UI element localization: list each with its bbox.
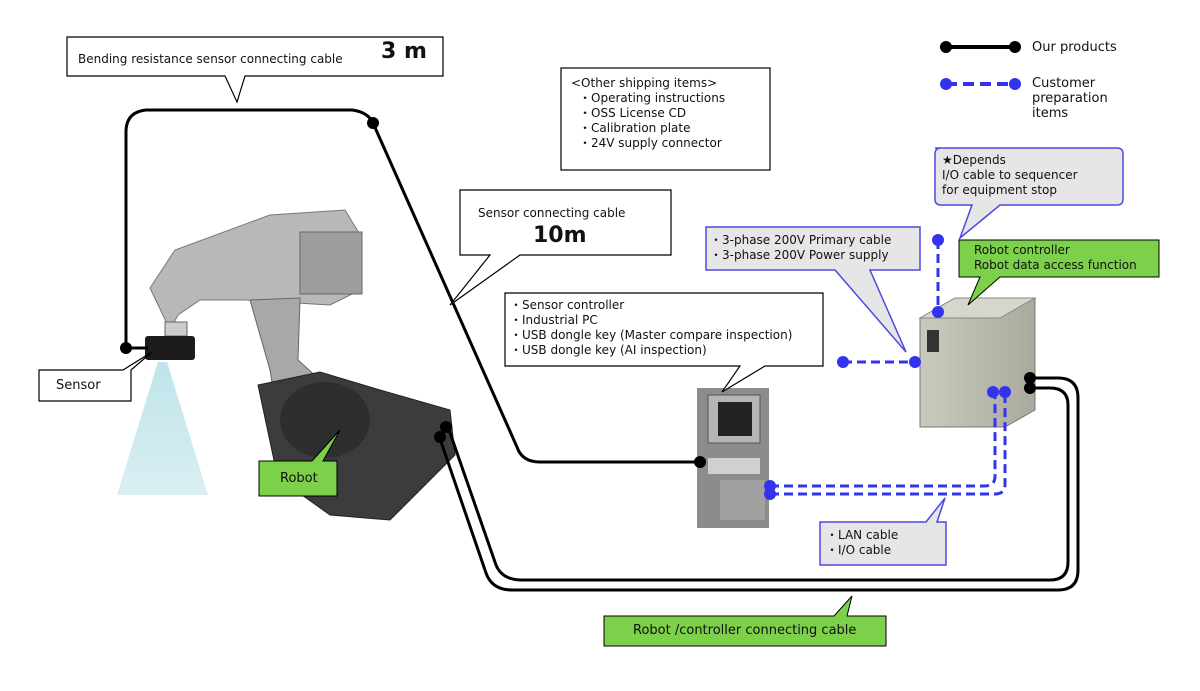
customer-cables: [770, 240, 1007, 496]
robot-cable-text: Robot /controller connecting cable: [633, 623, 857, 638]
lan-text: ・LAN cable ・I/O cable: [826, 528, 898, 558]
sensor-controller-line: ・Sensor controller: [510, 298, 625, 312]
other-items-list: <Other shipping items> ・Operating instru…: [571, 76, 725, 151]
robot-cable-a: [436, 376, 1080, 592]
sensor-label: Sensor: [56, 378, 101, 393]
our-products-cable-ends: [120, 117, 1036, 468]
power-line-1: ・3-phase 200V Primary cable: [710, 233, 892, 247]
sensor-light-cone: [117, 362, 208, 495]
other-item: ・OSS License CD: [579, 106, 687, 120]
legend-customer-line-3: items: [1032, 106, 1069, 121]
legend-customer-line: [940, 78, 1021, 90]
bending-cable-text: Bending resistance sensor connecting cab…: [78, 52, 343, 66]
power-text: ・3-phase 200V Primary cable ・3-phase 200…: [710, 233, 891, 263]
other-item: ・24V supply connector: [579, 136, 722, 150]
depends-callout-box: [934, 147, 1124, 241]
sensor-head: [145, 336, 195, 360]
lan-line-1: ・LAN cable: [826, 528, 899, 542]
depends-text: ★Depends I/O cable to sequencer for equi…: [942, 153, 1078, 198]
legend-customer-label: Customer preparation items: [1032, 76, 1108, 121]
power-callout-box: [705, 226, 921, 353]
depends-line-2: I/O cable to sequencer: [942, 168, 1078, 182]
robot-controller-line-1: Robot controller: [974, 243, 1070, 257]
lan-cable-b: [770, 392, 1007, 496]
depends-line-3: for equipment stop: [942, 183, 1057, 197]
sensor-controller-callout-box: [504, 292, 824, 393]
sensor-connecting-cable: [371, 122, 700, 464]
robot-image: [149, 209, 456, 521]
robot-controller-text: Robot controller Robot data access funct…: [974, 243, 1137, 273]
sensor-controller-line: ・USB dongle key (AI inspection): [510, 343, 707, 357]
legend-our-products-label: Our products: [1032, 40, 1117, 55]
sensor-controller-image: [697, 388, 769, 528]
lan-cable-a: [770, 392, 997, 488]
lan-callout-box: [819, 497, 947, 566]
customer-cable-ends: [764, 234, 1011, 500]
sensor-controller-text: ・Sensor controller ・Industrial PC ・USB d…: [510, 298, 792, 358]
bending-cable: [124, 108, 375, 348]
sensor-cable-length: 10m: [533, 223, 587, 248]
sensor-cable-callout-box: [449, 189, 672, 306]
legend-our-products-line: [940, 41, 1021, 53]
our-products-cables: [124, 108, 1080, 592]
other-items-box: [560, 67, 771, 171]
legend-customer-line-1: Customer: [1032, 76, 1096, 91]
other-item: ・Calibration plate: [579, 121, 691, 135]
other-item: ・Operating instructions: [579, 91, 726, 105]
robot-label-box: [258, 429, 341, 497]
sensor-cable-text: Sensor connecting cable: [478, 206, 626, 220]
robot-cable-label-box: [603, 595, 887, 647]
robot-label: Robot: [280, 471, 318, 486]
sensor-controller-line: ・USB dongle key (Master compare inspecti…: [510, 328, 793, 342]
other-items-title: <Other shipping items>: [571, 76, 718, 90]
sensor-callout-box: [38, 351, 153, 402]
power-line-2: ・3-phase 200V Power supply: [710, 248, 889, 262]
bending-cable-callout-box: [66, 36, 444, 104]
robot-cable-b: [446, 386, 1070, 582]
sensor-controller-line: ・Industrial PC: [510, 313, 598, 327]
robot-controller-line-2: Robot data access function: [974, 258, 1137, 272]
lan-line-2: ・I/O cable: [826, 543, 892, 557]
robot-controller-label-box: [958, 239, 1160, 306]
depends-line-1: ★Depends: [942, 153, 1006, 167]
legend-customer-line-2: preparation: [1032, 91, 1108, 106]
bending-cable-length: 3 m: [381, 39, 427, 64]
